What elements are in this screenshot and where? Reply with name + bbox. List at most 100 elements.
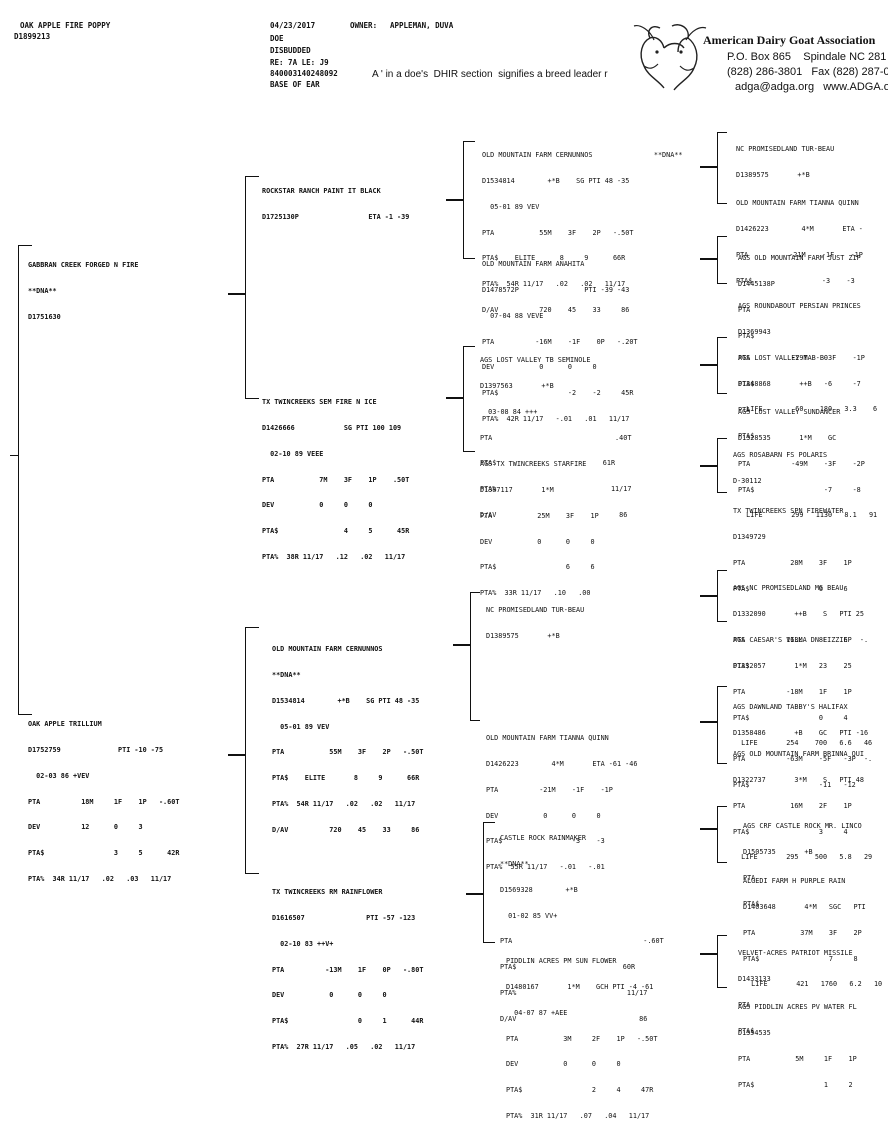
connector-line bbox=[700, 595, 718, 597]
connector-line bbox=[717, 806, 727, 807]
sire-dam-line: PTA$ 4 5 45R bbox=[262, 527, 410, 536]
ancestor-line: D1322737 3*M S PTI 48 bbox=[733, 775, 864, 784]
ancestor-line: PTA -49M -3F -2P bbox=[738, 459, 865, 468]
ddd-line: 04-07 87 +AEE bbox=[506, 1008, 568, 1017]
connector-line bbox=[463, 346, 475, 347]
dam-sire-line: PTA% 54R 11/17 .02 .02 11/17 bbox=[272, 799, 416, 808]
great-grandparent-1: NC PROMISEDLAND TUR-BEAU D1389575 +*B bbox=[736, 128, 888, 188]
great-grandparent-9: AGS NC PROMISEDLAND MG BEAU D1332090 ++B… bbox=[733, 567, 888, 679]
tattoo: RE: 7A LE: J9 bbox=[270, 58, 329, 67]
sire-dam-line: DEV 0 0 0 bbox=[262, 501, 373, 510]
dds-line: PTA$ 60R bbox=[500, 963, 636, 972]
connector-line bbox=[717, 570, 727, 571]
dam-line: D1752759 PTI -10 -75 bbox=[28, 745, 164, 754]
animal-name: OAK APPLE FIRE POPPY bbox=[20, 21, 111, 30]
sdd-name: AGS TX TWINCREEKS STARFIRE bbox=[480, 460, 587, 469]
connector-line bbox=[245, 176, 246, 399]
connector-line bbox=[483, 822, 484, 943]
ancestor-line: PTA -18M 1F 1P bbox=[733, 687, 852, 696]
ancestor-line: PTA$ 3 4 bbox=[733, 827, 848, 836]
connector-line bbox=[700, 828, 718, 830]
ancestor-name: ALGEDI FARM H PURPLE RAIN bbox=[743, 877, 846, 886]
connector-line bbox=[700, 166, 718, 168]
disbudded: DISBUDDED bbox=[270, 46, 311, 55]
great-grandparent-3: AGS OLD MOUNTAIN FARM JUST ZIP D1445138P… bbox=[738, 237, 888, 349]
connector-line bbox=[717, 337, 727, 338]
connector-line bbox=[466, 893, 484, 895]
connector-line bbox=[470, 720, 480, 721]
ancestor-name: AGS DAWNLAND TABBY'S HALIFAX bbox=[733, 703, 848, 712]
sire-dam-entry: TX TWINCREEKS SEM FIRE N ICE D1426666 SG… bbox=[262, 381, 409, 570]
ssd-line: D1478572P PTI -39 -43 bbox=[482, 285, 630, 294]
dsd-line: PTA -21M -1F -1P bbox=[486, 785, 613, 794]
owner-name: APPLEMAN, DUVA bbox=[390, 21, 454, 30]
great-grandparent-5: AGS LOST VALLEY TAB-BO D1348868 ++B PTA … bbox=[738, 337, 888, 449]
ancestor-line: PTA$ 7 8 bbox=[743, 954, 858, 963]
sss-name: OLD MOUNTAIN FARM CERNUNNOS **DNA** bbox=[482, 151, 683, 160]
dds-entry: CASTLE ROCK RAINMAKER **DNA** D1569328 +… bbox=[500, 817, 664, 1032]
ancestor-name: AGS OLD MOUNTAIN FARM BRINNA QUI bbox=[733, 750, 864, 759]
connector-line bbox=[245, 176, 259, 177]
dam-dam-line: 02-10 83 ++V+ bbox=[272, 939, 334, 948]
tag-number: 840003140248092 bbox=[270, 69, 338, 78]
ancestor-line: PTA$ bbox=[738, 431, 755, 440]
dam-sire-line: 05-01 89 VEV bbox=[272, 722, 330, 731]
ancestor-line: PTA 28M 3F 1P bbox=[733, 558, 852, 567]
sds-line: PTA% 11/17 bbox=[480, 485, 632, 494]
association-address: P.O. Box 865 Spindale NC 281 bbox=[727, 51, 887, 63]
connector-line bbox=[717, 806, 718, 863]
connector-line bbox=[717, 686, 727, 687]
ancestor-line: PTA bbox=[738, 1000, 751, 1009]
ancestor-line: PTA -21M -1F -1P bbox=[736, 250, 863, 259]
dam-line: PTA 18M 1F 1P -.60T bbox=[28, 797, 180, 806]
ancestor-line: PTA$ bbox=[738, 1026, 755, 1035]
sds-line: PTA$ 61R bbox=[480, 459, 616, 468]
sire-dna: **DNA** bbox=[28, 286, 57, 295]
connector-line bbox=[463, 346, 464, 452]
sss-line: 05-01 89 VEV bbox=[482, 202, 540, 211]
connector-line bbox=[463, 258, 475, 259]
dam-dam-line: D1616507 PTI -57 -123 bbox=[272, 913, 416, 922]
dam-sire-name: OLD MOUNTAIN FARM CERNUNNOS bbox=[272, 645, 383, 654]
connector-line bbox=[717, 935, 727, 936]
sire-dam-line: D1426666 SG PTI 100 109 bbox=[262, 423, 402, 432]
ancestor-line: PTA bbox=[743, 873, 756, 882]
sdd-entry: AGS TX TWINCREEKS STARFIRE D1387117 1*M … bbox=[480, 443, 599, 606]
great-grandparent-13: AGS CRF CASTLE ROCK MR. LINCO D1505735 +… bbox=[743, 805, 888, 917]
connector-line bbox=[10, 455, 19, 456]
dss-line: D1389575 +*B bbox=[486, 631, 560, 640]
ancestor-line: D1433133 bbox=[738, 974, 771, 983]
connector-line bbox=[245, 627, 259, 628]
ddd-entry: PIDDLIN ACRES PM SUN FLOWER D1480167 1*M… bbox=[506, 940, 657, 1129]
connector-line bbox=[470, 592, 480, 593]
connector-line bbox=[717, 621, 727, 622]
ancestor-line: D1389575 +*B bbox=[736, 170, 810, 179]
connector-line bbox=[228, 293, 246, 295]
connector-line bbox=[717, 763, 727, 764]
connector-line bbox=[483, 822, 495, 823]
sdd-line: PTA% 33R 11/17 .10 .00 bbox=[480, 589, 591, 598]
ddd-name: PIDDLIN ACRES PM SUN FLOWER bbox=[506, 957, 617, 966]
sire-dam-line: PTA% 38R 11/17 .12 .02 11/17 bbox=[262, 552, 406, 561]
ancestor-line: PTA 5M 1F 1P bbox=[738, 1054, 857, 1063]
great-grandparent-11: AGS DAWNLAND TABBY'S HALIFAX D1358486 +B… bbox=[733, 686, 888, 798]
connector-line bbox=[245, 627, 246, 874]
connector-line bbox=[717, 987, 727, 988]
dsd-entry: OLD MOUNTAIN FARM TIANNA QUINN D1426223 … bbox=[486, 717, 637, 880]
sss-entry: OLD MOUNTAIN FARM CERNUNNOS **DNA** D153… bbox=[482, 134, 683, 323]
dam-line: DEV 12 0 3 bbox=[28, 823, 143, 832]
dds-line: D/AV 86 bbox=[500, 1014, 648, 1023]
dam-name: OAK APPLE TRILLIUM bbox=[28, 720, 102, 729]
ssd-line: 07-04 88 VEVE bbox=[482, 311, 544, 320]
connector-line bbox=[446, 397, 464, 399]
sire-dam-name: TX TWINCREEKS SEM FIRE N ICE bbox=[262, 398, 377, 407]
dam-sire-line: PTA$ ELITE 8 9 66R bbox=[272, 774, 420, 783]
ancestor-line: PTA$ 1 2 bbox=[738, 1080, 853, 1089]
sds-line: D1397563 +*B bbox=[480, 381, 554, 390]
sss-line: PTA% 54R 11/17 .02 .02 11/17 bbox=[482, 280, 626, 289]
sdd-line: PTA 25M 3F 1P bbox=[480, 511, 599, 520]
association-phone: (828) 286-3801 Fax (828) 287-0 bbox=[727, 66, 888, 78]
sire-dam-line: PTA 7M 3F 1P .50T bbox=[262, 475, 410, 484]
dds-line: **DNA** bbox=[500, 859, 529, 868]
ancestor-line: D1332090 ++B S PTI 25 bbox=[733, 609, 864, 618]
